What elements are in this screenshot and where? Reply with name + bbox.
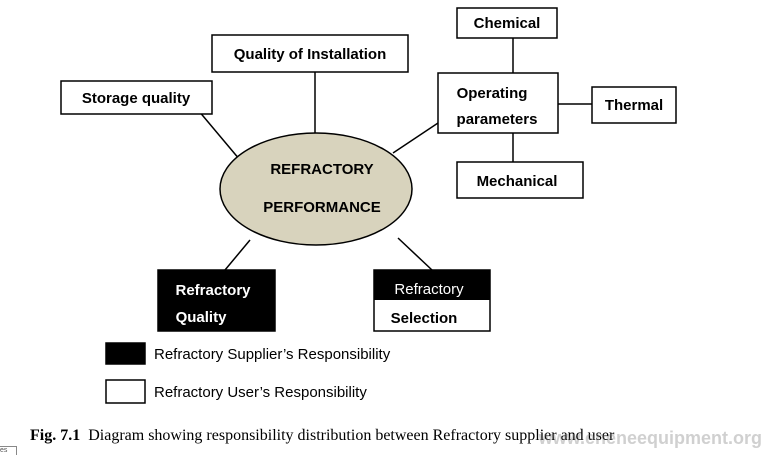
legend-user-swatch bbox=[105, 379, 146, 404]
chemical-box bbox=[456, 7, 558, 39]
center-label-line2: PERFORMANCE bbox=[263, 199, 381, 216]
installation-quality-label: Quality of Installation bbox=[234, 46, 387, 63]
refractory-selection-line2: Selection bbox=[391, 310, 458, 327]
connector-lines bbox=[197, 38, 592, 271]
thermal-box bbox=[591, 86, 677, 124]
storage-quality-box bbox=[60, 80, 213, 115]
operating-parameters-box bbox=[437, 72, 559, 134]
figure-caption: Fig. 7.1 Diagram showing responsibility d… bbox=[30, 427, 614, 445]
operating-parameters-line2: parameters bbox=[457, 111, 538, 128]
watermark: www.eneneequipment.org bbox=[538, 428, 762, 448]
connector-quality bbox=[224, 239, 251, 271]
connector-storage bbox=[197, 109, 241, 161]
figure-number: Fig. 7.1 bbox=[30, 427, 81, 444]
thermal-label: Thermal bbox=[605, 97, 663, 114]
refractory-quality-line2: Quality bbox=[176, 309, 228, 326]
refractory-quality-box bbox=[157, 269, 276, 332]
installation-quality-box bbox=[211, 34, 409, 73]
center-ellipse bbox=[219, 132, 413, 246]
center-label-line1: REFRACTORY bbox=[270, 161, 373, 178]
mechanical-label: Mechanical bbox=[477, 173, 558, 190]
legend-user-label: Refractory User’s Responsibility bbox=[154, 384, 367, 401]
figure-caption-text: Diagram showing responsibility distribut… bbox=[88, 427, 615, 444]
operating-parameters-line1: Operating bbox=[457, 85, 528, 102]
corner-fragment: es bbox=[0, 446, 17, 455]
mechanical-box bbox=[456, 161, 584, 199]
refractory-selection-top-fill bbox=[374, 270, 490, 300]
legend-supplier-swatch bbox=[105, 342, 146, 365]
refractory-quality-line1: Refractory bbox=[175, 282, 251, 299]
chemical-label: Chemical bbox=[474, 15, 541, 32]
refractory-selection-line1: Refractory bbox=[394, 281, 464, 298]
connector-operating bbox=[392, 122, 439, 154]
legend-supplier-label: Refractory Supplier’s Responsibility bbox=[154, 346, 391, 363]
connector-selection bbox=[397, 237, 433, 271]
storage-quality-label: Storage quality bbox=[82, 90, 191, 107]
